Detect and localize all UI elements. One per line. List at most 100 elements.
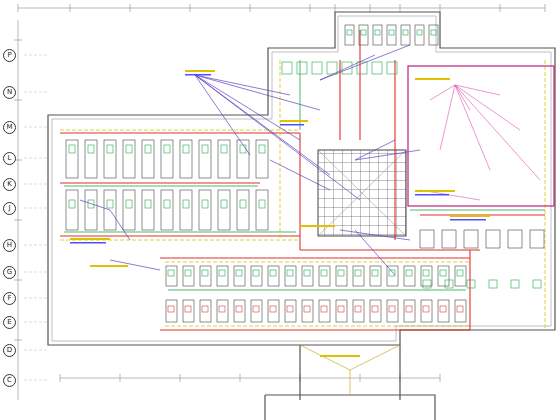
fan-coil-unit — [145, 200, 151, 208]
fan-coil-unit — [423, 280, 431, 288]
axis-bubble: P — [3, 49, 16, 62]
fan-coil-unit — [431, 30, 436, 35]
fan-coil-unit — [256, 140, 268, 178]
fan-coil-unit — [304, 306, 310, 312]
fan-coil-unit — [338, 306, 344, 312]
fan-coil-unit — [421, 300, 432, 322]
fan-coil-unit — [183, 300, 194, 322]
fan-coil-unit — [253, 306, 259, 312]
fan-coil-unit — [168, 306, 174, 312]
fan-coil-unit — [312, 62, 322, 74]
fan-coil-unit — [166, 300, 177, 322]
fan-coil-unit — [268, 300, 279, 322]
fan-coil-unit — [69, 200, 75, 208]
fan-coil-unit — [256, 190, 268, 230]
fan-coil-unit — [429, 25, 438, 45]
fan-coil-unit — [321, 270, 327, 276]
fan-coil-unit — [353, 266, 364, 286]
fan-coil-unit — [530, 230, 544, 248]
fan-coil-unit — [200, 266, 211, 286]
fan-coil-unit — [202, 200, 208, 208]
fan-coil-unit — [355, 306, 361, 312]
fan-coil-unit — [445, 280, 453, 288]
fan-coil-unit — [467, 280, 475, 288]
fan-coil-unit — [361, 30, 366, 35]
axis-bubble: L — [3, 152, 16, 165]
fan-coil-unit — [126, 200, 132, 208]
fan-coil-unit — [406, 306, 412, 312]
fan-coil-unit — [161, 190, 173, 230]
fan-coil-unit — [66, 190, 78, 230]
fan-coil-unit — [345, 25, 354, 45]
fan-coil-unit — [438, 300, 449, 322]
fan-coil-unit — [221, 200, 227, 208]
fan-coil-unit — [142, 190, 154, 230]
fan-coil-unit — [234, 300, 245, 322]
fan-coil-unit — [237, 190, 249, 230]
fan-coil-unit — [287, 270, 293, 276]
fan-coil-unit — [464, 230, 478, 248]
fan-coil-unit — [442, 230, 456, 248]
fan-coil-unit — [321, 306, 327, 312]
fan-coil-unit — [457, 270, 463, 276]
fan-coil-unit — [359, 25, 368, 45]
fan-coil-unit — [423, 270, 429, 276]
fan-coil-unit — [401, 25, 410, 45]
fan-coil-unit — [180, 190, 192, 230]
fan-coil-unit — [372, 270, 378, 276]
axis-bubble: H — [3, 239, 16, 252]
fan-coil-unit — [455, 266, 466, 286]
fan-coil-unit — [389, 30, 394, 35]
fan-coil-unit — [508, 230, 522, 248]
fan-coil-unit — [387, 266, 398, 286]
fan-coil-unit — [69, 145, 75, 153]
fan-coil-unit — [375, 30, 380, 35]
fan-coil-unit — [389, 306, 395, 312]
fan-coil-unit — [403, 30, 408, 35]
fan-coil-unit — [259, 200, 265, 208]
fan-coil-unit — [370, 266, 381, 286]
fan-coil-unit — [104, 140, 116, 178]
axis-bubble: K — [3, 178, 16, 191]
fan-coil-unit — [218, 140, 230, 178]
fan-coil-unit — [533, 280, 541, 288]
fan-coil-unit — [415, 25, 424, 45]
fan-coil-unit — [372, 306, 378, 312]
fan-coil-unit — [285, 300, 296, 322]
fan-coil-unit — [202, 270, 208, 276]
axis-bubble: G — [3, 266, 16, 279]
fan-coil-unit — [219, 270, 225, 276]
fan-coil-unit — [183, 200, 189, 208]
fan-coil-unit — [142, 140, 154, 178]
fan-coil-unit — [237, 140, 249, 178]
fan-coil-unit — [183, 266, 194, 286]
fan-coil-unit — [404, 266, 415, 286]
fan-coil-unit — [270, 306, 276, 312]
fan-coil-unit — [183, 145, 189, 153]
fan-coil-unit — [166, 266, 177, 286]
fan-coil-unit — [217, 266, 228, 286]
fan-coil-unit — [164, 200, 170, 208]
axis-bubble: J — [3, 202, 16, 215]
fan-coil-unit — [421, 266, 432, 286]
fan-coil-unit — [455, 300, 466, 322]
fan-coil-unit — [304, 270, 310, 276]
fan-coil-unit — [251, 300, 262, 322]
fan-coil-unit — [353, 300, 364, 322]
fan-coil-unit — [85, 190, 97, 230]
fan-coil-unit — [168, 270, 174, 276]
fan-coil-unit — [107, 145, 113, 153]
fan-coil-unit — [420, 230, 434, 248]
fan-coil-unit — [85, 140, 97, 178]
axis-bubble: F — [3, 292, 16, 305]
axis-bubble: C — [3, 374, 16, 387]
fan-coil-unit — [387, 62, 397, 74]
fan-coil-unit — [302, 300, 313, 322]
fan-coil-unit — [319, 266, 330, 286]
fan-coil-unit — [357, 62, 367, 74]
fan-coil-unit — [417, 30, 422, 35]
fan-coil-unit — [66, 140, 78, 178]
fan-coil-unit — [234, 266, 245, 286]
